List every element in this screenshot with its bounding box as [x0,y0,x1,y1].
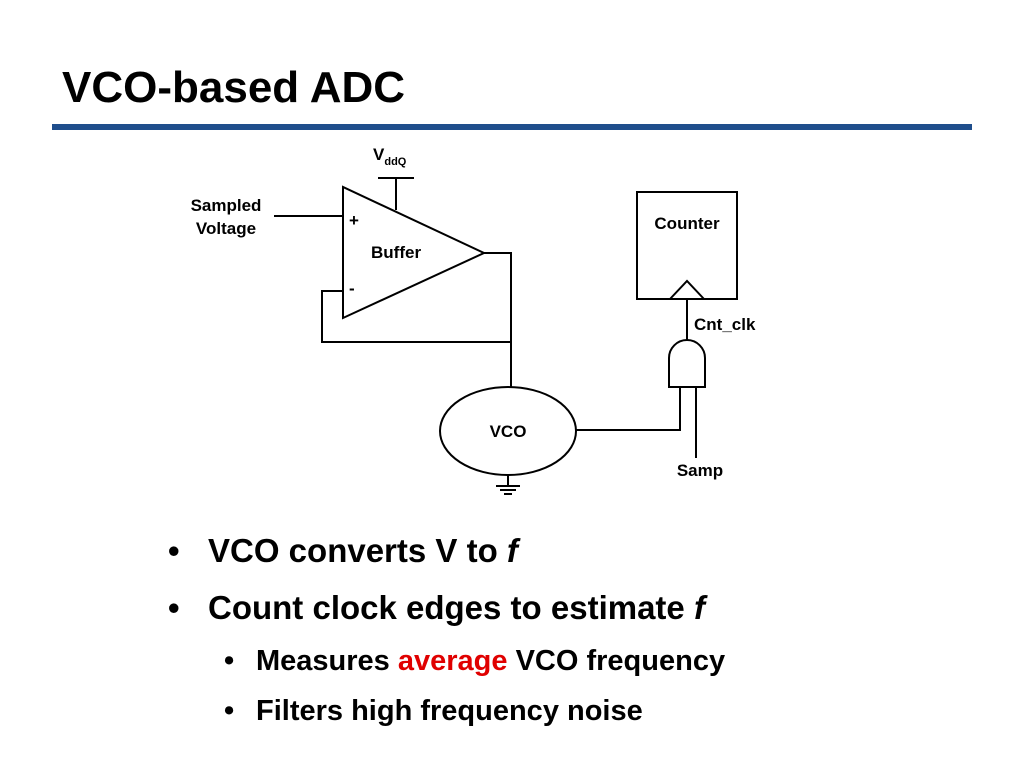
cnt-clk-label: Cnt_clk [694,315,756,334]
vdd-label: VddQ [373,145,407,168]
bullet-text: VCO converts V to [208,532,507,569]
vco-to-and-wire [576,387,681,431]
bullet-marker: • [168,532,180,569]
feedback-wire [321,290,511,343]
plus-label: + [349,211,359,230]
bullet-marker: • [224,695,235,727]
bullet-item: • VCO converts V to f [168,522,725,579]
voltage-label: Voltage [196,219,256,238]
bullet-italic: f [506,532,518,569]
sub-bullet-item: • Measures average VCO frequency [224,636,725,686]
counter-label: Counter [654,214,720,233]
buffer-amplifier [342,185,487,320]
bullet-text: Count clock edges to estimate [208,589,694,626]
samp-label: Samp [677,461,723,480]
bullet-marker: • [224,645,235,677]
bullet-marker: • [168,589,180,626]
emphasis-word: average [397,645,508,677]
vco-label: VCO [490,422,527,441]
sub-bullet-item: • Filters high frequency noise [224,686,725,736]
slide-title: VCO-based ADC [62,63,406,112]
bullet-item: • Count clock edges to estimate f [168,579,725,636]
bullet-list: • VCO converts V to f • Count clock edge… [168,522,725,736]
and-gate [668,339,706,388]
output-wire [484,252,512,387]
buffer-label: Buffer [371,243,421,262]
title-underline [52,124,972,130]
bullet-italic: f [693,589,705,626]
clock-edge-marker [669,279,705,300]
minus-label: - [349,279,355,298]
sub-bullet-text: Filters high frequency noise [256,695,643,727]
sub-bullet-text: VCO frequency [507,645,726,677]
sub-bullet-text: Measures [256,645,398,677]
sampled-label: Sampled [191,196,262,215]
counter-box [636,191,738,300]
